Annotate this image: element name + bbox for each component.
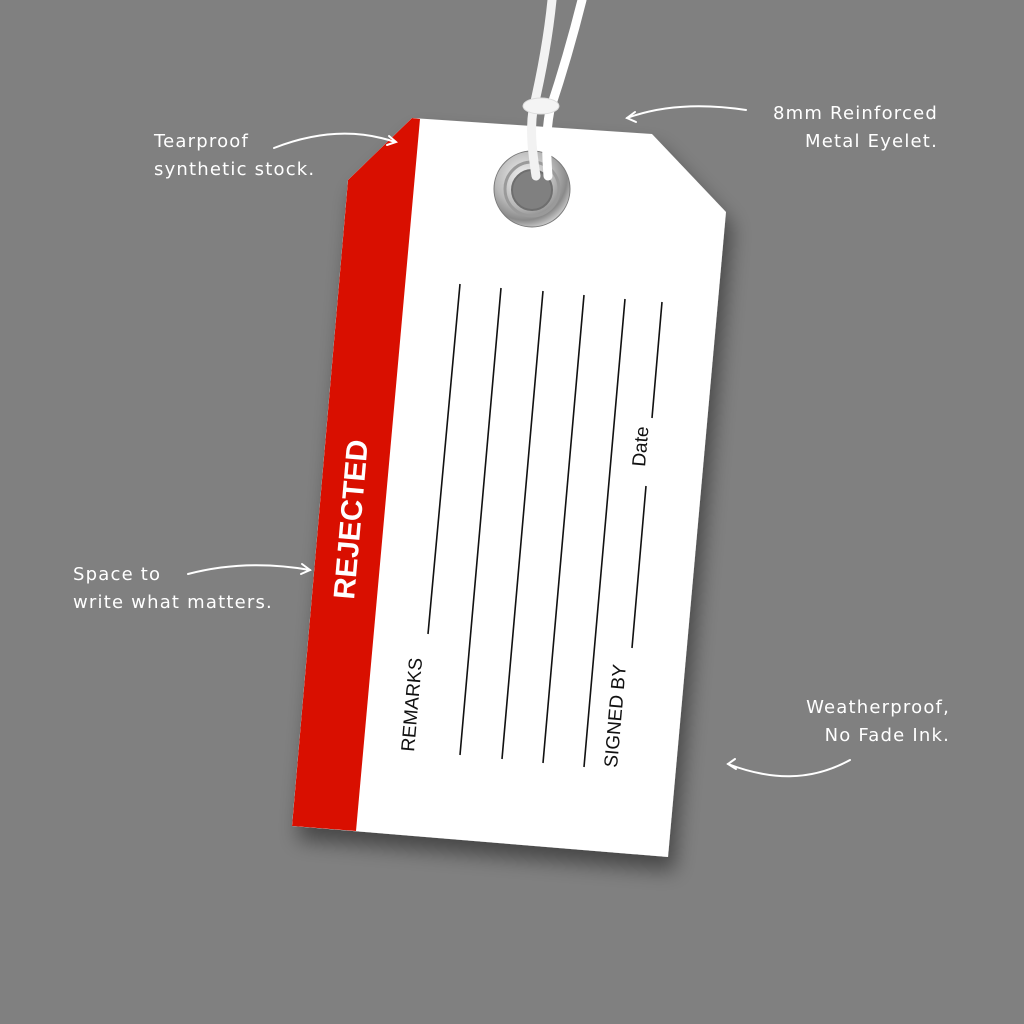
arrow-space-icon [187,564,311,575]
callout-line: synthetic stock. [154,159,316,180]
callout-arrows [187,105,851,778]
metal-eyelet-icon [493,150,571,228]
callout-line: Space to [73,564,162,585]
callout-tearproof: Tearproof synthetic stock. [154,128,315,184]
callout-line: write what matters. [73,592,273,613]
string-icon [522,0,587,181]
date-label: Date [629,426,653,468]
red-status-band [292,118,420,831]
callout-weatherproof: Weatherproof, No Fade Ink. [806,694,950,750]
callout-line: 8mm Reinforced [773,103,938,124]
callout-line: Metal Eyelet. [805,131,938,152]
callout-space: Space to write what matters. [73,561,273,617]
arrow-weather-icon [727,759,851,778]
arrow-tearproof-icon [273,132,396,149]
shipping-tag: REJECTED REMARKS SIGNED BY Date [292,0,726,857]
arrow-eyelet-icon [626,105,747,119]
callout-eyelet: 8mm Reinforced Metal Eyelet. [773,100,938,156]
callout-line: No Fade Ink. [824,725,950,746]
callout-line: Weatherproof, [806,697,950,718]
writing-lines [427,283,663,768]
callout-line: Tearproof [154,131,250,152]
